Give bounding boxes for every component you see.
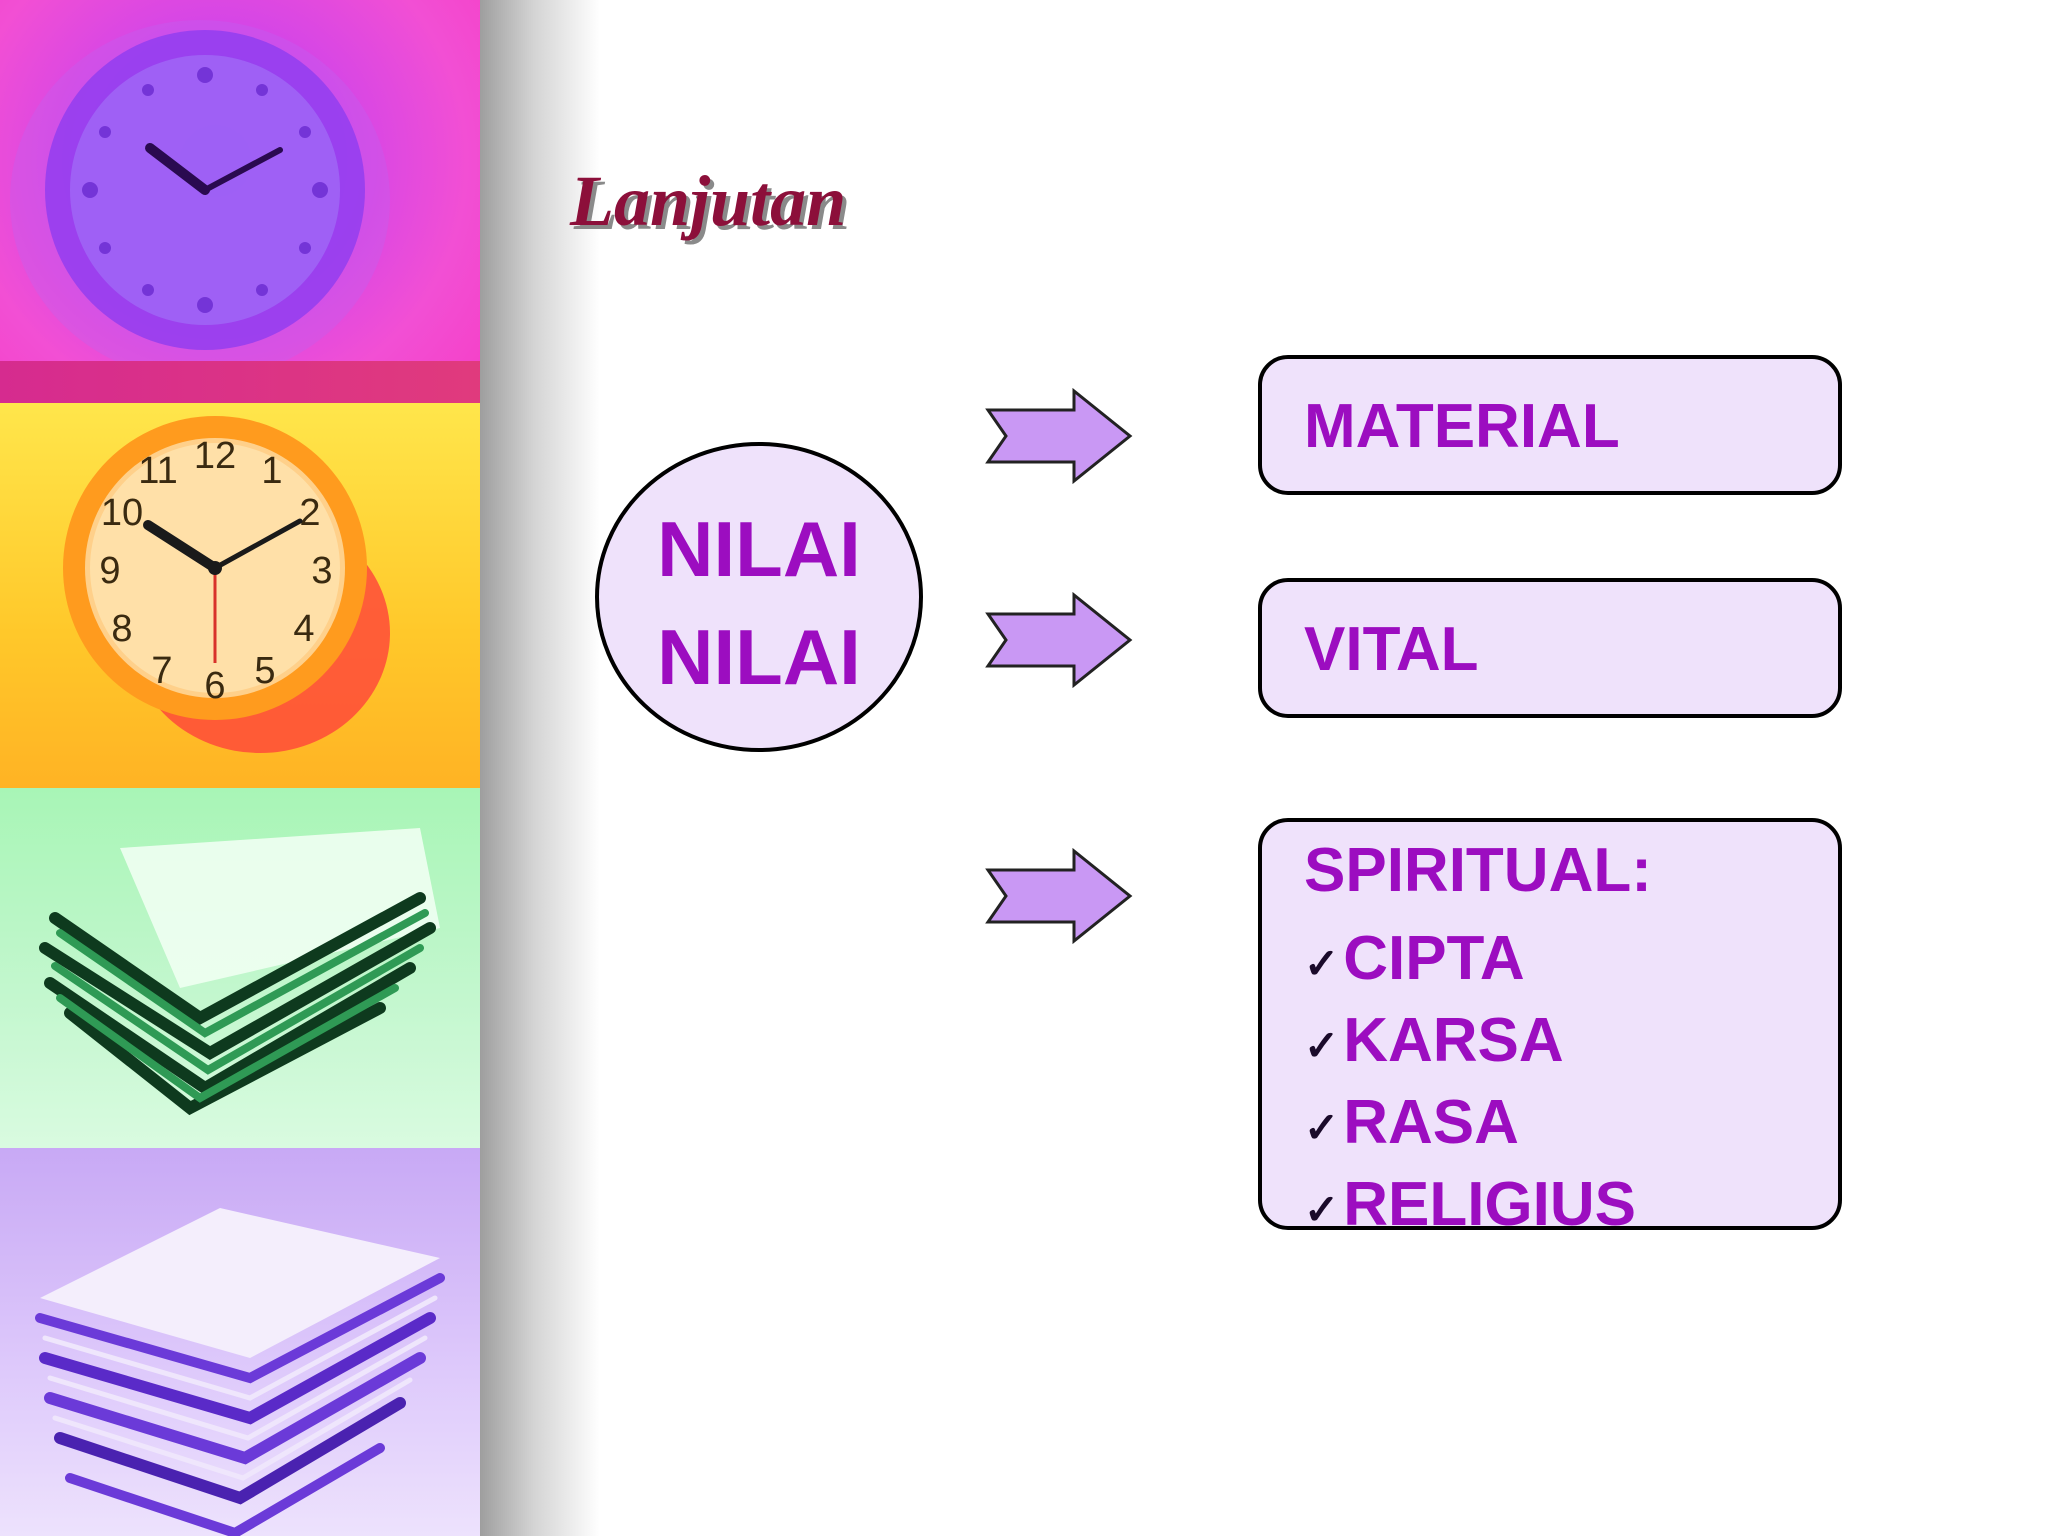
svg-text:10: 10 bbox=[101, 492, 143, 534]
branch-label: VITAL bbox=[1304, 615, 1479, 684]
branch-box-material: MATERIAL bbox=[1258, 355, 1842, 495]
checkmark-icon: ✓ bbox=[1304, 940, 1340, 987]
svg-text:3: 3 bbox=[311, 550, 332, 592]
strip-shadow bbox=[480, 0, 600, 1536]
branch-label: MATERIAL bbox=[1304, 392, 1620, 461]
books-image-green bbox=[0, 788, 480, 1148]
books-icon bbox=[39, 828, 440, 1116]
checkmark-icon: ✓ bbox=[1304, 1022, 1340, 1069]
svg-text:7: 7 bbox=[151, 650, 172, 692]
branch-box-spiritual: SPIRITUAL: ✓ CIPTA ✓ KARSA ✓ RASA ✓ RELI… bbox=[1258, 818, 1842, 1239]
decorative-band bbox=[0, 361, 480, 403]
list-item: ✓ RASA bbox=[1304, 1088, 1519, 1157]
books-image-purple bbox=[0, 1148, 480, 1536]
svg-text:2: 2 bbox=[299, 492, 320, 534]
clock-icon bbox=[10, 20, 390, 380]
center-label-line-2: NILAI bbox=[657, 613, 861, 701]
center-circle: NILAI NILAI bbox=[595, 442, 923, 752]
arrow-right-icon bbox=[985, 592, 1133, 688]
list-item: ✓ KARSA bbox=[1304, 1006, 1564, 1075]
branch-label: SPIRITUAL: bbox=[1304, 836, 1652, 905]
center-label-line-1: NILAI bbox=[657, 505, 861, 593]
list-item: ✓ RELIGIUS bbox=[1304, 1170, 1637, 1239]
checkmark-icon: ✓ bbox=[1304, 1186, 1340, 1233]
arrow-right-icon bbox=[985, 388, 1133, 484]
svg-text:4: 4 bbox=[293, 608, 314, 650]
svg-text:9: 9 bbox=[99, 550, 120, 592]
svg-text:8: 8 bbox=[111, 608, 132, 650]
books-icon bbox=[35, 1208, 445, 1536]
svg-text:11: 11 bbox=[138, 450, 177, 492]
svg-text:5: 5 bbox=[254, 650, 275, 692]
svg-text:6: 6 bbox=[204, 665, 225, 707]
svg-text:12: 12 bbox=[194, 435, 236, 477]
clock-image-purple bbox=[0, 0, 480, 403]
branch-box-vital: VITAL bbox=[1258, 578, 1842, 718]
spiritual-list: ✓ CIPTA ✓ KARSA ✓ RASA ✓ RELIGIUS bbox=[1304, 912, 1636, 1240]
list-item: ✓ CIPTA bbox=[1304, 924, 1525, 993]
checkmark-icon: ✓ bbox=[1304, 1104, 1340, 1151]
slide-title: Lanjutan bbox=[570, 161, 847, 241]
arrow-right-icon bbox=[985, 848, 1133, 944]
svg-text:1: 1 bbox=[261, 450, 282, 492]
